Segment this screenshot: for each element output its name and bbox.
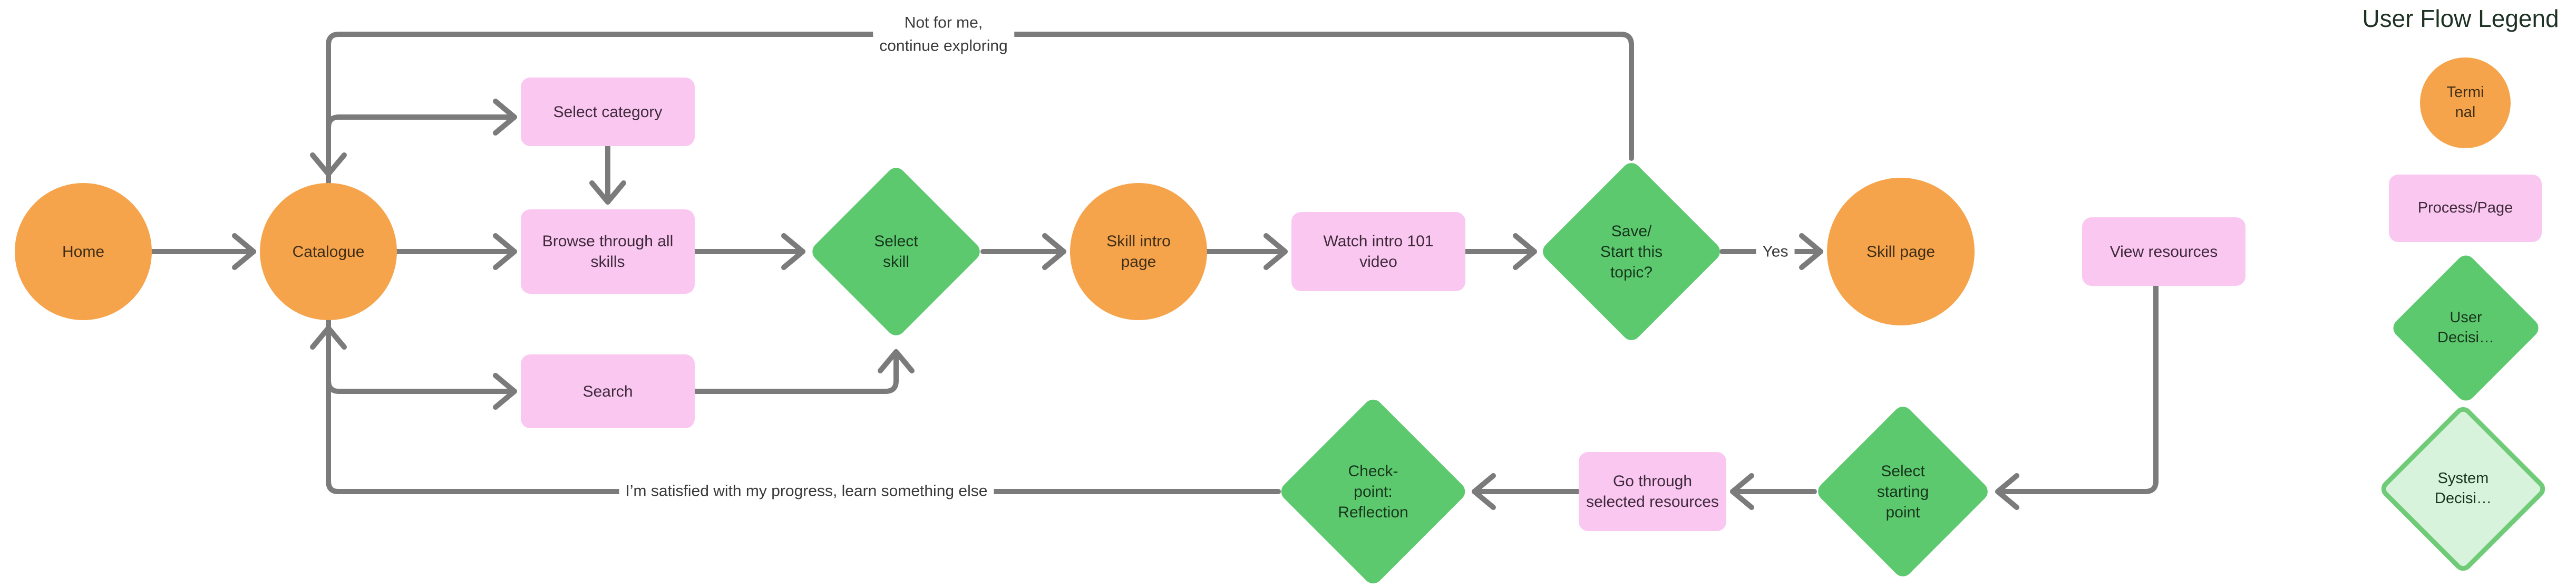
node-home-label: Home <box>62 243 105 261</box>
node-home[interactable]: Home <box>15 183 152 320</box>
node-browse-skills-label: Browse through all skills <box>542 233 674 271</box>
legend-system-decision[interactable]: System Decisi… <box>2377 403 2549 575</box>
legend-user-decision-label: User Decisi… <box>2437 309 2494 346</box>
edge-catalogue-search <box>326 317 517 410</box>
node-save-start-topic[interactable]: Save/ Start this topic? <box>1539 157 1724 347</box>
legend-process-page-label: Process/Page <box>2417 199 2513 217</box>
node-watch-intro-video[interactable]: Watch intro 101 video <box>1291 212 1465 291</box>
node-save-start-topic-label: Save/ Start this topic? <box>1600 222 1663 281</box>
node-select-starting-point[interactable]: Select starting point <box>1814 402 1992 581</box>
legend-terminal[interactable]: Termi nal <box>2420 57 2511 148</box>
node-go-through-resources-label: Go through selected resources <box>1586 473 1719 511</box>
node-skill-intro-page-label: Skill intro page <box>1106 233 1171 271</box>
legend-user-decision[interactable]: User Decisi… <box>2389 249 2542 407</box>
node-view-resources[interactable]: View resources <box>2082 217 2246 286</box>
node-catalogue-label: Catalogue <box>292 243 365 261</box>
edge-label-yes: Yes <box>1756 238 1795 265</box>
edge-view-resources-starting-point <box>1995 283 2159 510</box>
node-go-through-resources[interactable]: Go through selected resources <box>1579 452 1726 531</box>
node-view-resources-label: View resources <box>2110 243 2218 261</box>
edge-label-not-for-me: Not for me, continue exploring <box>873 9 1014 60</box>
edge-catalogue-select-category <box>326 99 517 186</box>
node-checkpoint-reflection-label: Check- point: Reflection <box>1338 462 1408 521</box>
edge-satisfied-loop <box>310 325 1281 494</box>
node-browse-skills[interactable]: Browse through all skills <box>521 209 695 294</box>
node-select-starting-point-label: Select starting point <box>1877 462 1929 521</box>
legend-terminal-label: Termi nal <box>2446 84 2484 121</box>
node-watch-intro-video-label: Watch intro 101 video <box>1323 233 1434 271</box>
node-select-category-label: Select category <box>553 103 663 121</box>
legend-title: User Flow Legend <box>2362 5 2559 32</box>
node-checkpoint-reflection[interactable]: Check- point: Reflection <box>1277 396 1469 587</box>
node-select-skill[interactable]: Select skill <box>808 163 984 340</box>
node-skill-intro-page[interactable]: Skill intro page <box>1070 183 1207 320</box>
edge-label-satisfied: I’m satisfied with my progress, learn so… <box>619 477 994 505</box>
node-skill-page-label: Skill page <box>1866 243 1936 261</box>
edge-search-select-skill <box>688 349 915 394</box>
node-skill-page[interactable]: Skill page <box>1827 178 1975 325</box>
legend-process-page[interactable]: Process/Page <box>2389 175 2542 242</box>
node-catalogue[interactable]: Catalogue <box>260 183 397 320</box>
node-search-label: Search <box>582 382 633 400</box>
legend-system-decision-label: System Decisi… <box>2435 470 2492 507</box>
node-select-category[interactable]: Select category <box>521 78 695 146</box>
node-search[interactable]: Search <box>521 354 695 428</box>
node-select-skill-label: Select skill <box>874 233 918 271</box>
